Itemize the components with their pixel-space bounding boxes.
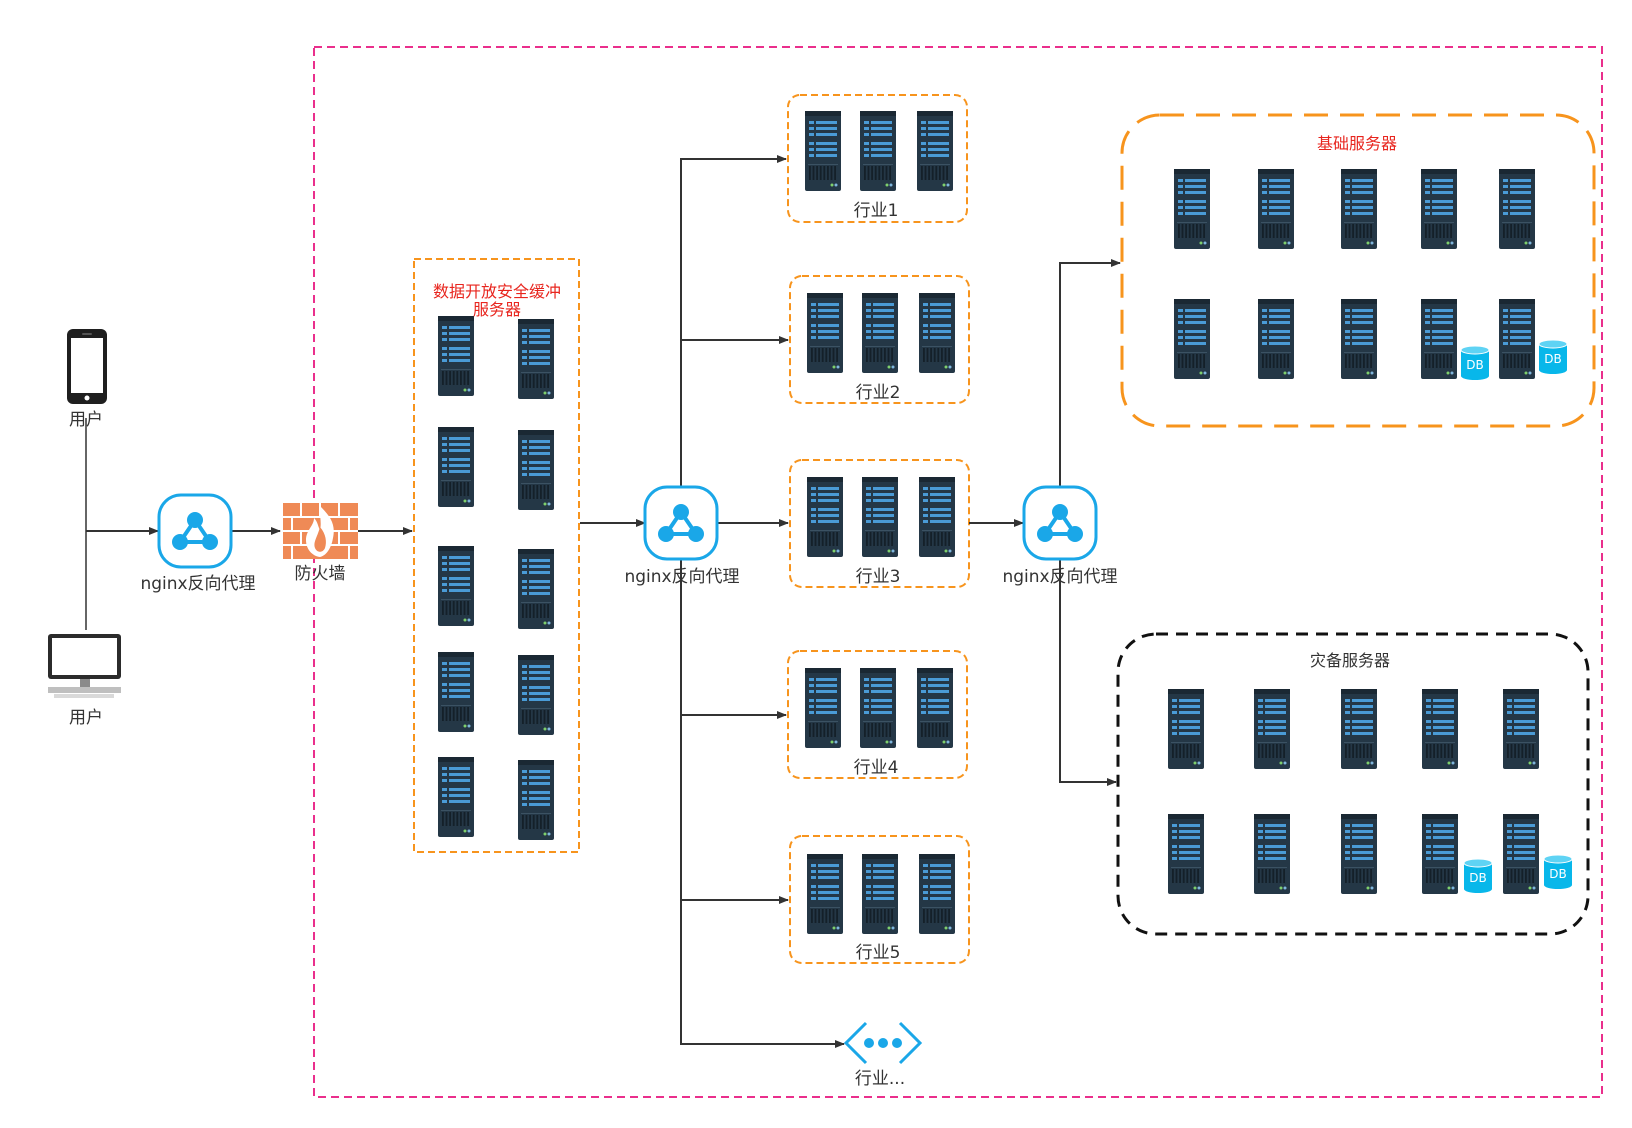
db-icon: DB <box>1543 854 1573 889</box>
industry-box-2 <box>789 275 970 404</box>
industry-3-label: 行业3 <box>855 567 901 587</box>
industry-5-server <box>862 854 898 934</box>
proxy3-label: nginx反向代理 <box>1002 567 1118 587</box>
base-server <box>1341 299 1377 379</box>
industry-5-label: 行业5 <box>855 943 901 963</box>
base-server <box>1174 169 1210 249</box>
industry-4-server <box>860 668 896 748</box>
backup-server-box <box>1116 632 1590 936</box>
monitor-icon <box>48 634 121 698</box>
db-icon: DB <box>1460 345 1490 380</box>
buffer-server-box <box>413 258 580 853</box>
industry-3-server <box>862 477 898 557</box>
industry-4-server <box>805 668 841 748</box>
base-server <box>1499 169 1535 249</box>
buffer-server <box>518 319 554 399</box>
proxy1-label: nginx反向代理 <box>140 574 256 594</box>
industry-1-server <box>805 111 841 191</box>
backup-server <box>1422 814 1458 894</box>
industry-4-server <box>917 668 953 748</box>
proxy2-label: nginx反向代理 <box>624 567 740 587</box>
industry-2-label: 行业2 <box>855 383 901 403</box>
buffer-server <box>438 427 474 507</box>
industry-1-server <box>860 111 896 191</box>
outer-boundary <box>313 46 1603 1098</box>
industry-box-1 <box>787 94 968 223</box>
backup-server <box>1254 689 1290 769</box>
more-dots-icon <box>843 1021 923 1065</box>
phone-icon <box>67 329 107 404</box>
base-server <box>1174 299 1210 379</box>
backup-server <box>1168 689 1204 769</box>
backup-server <box>1254 814 1290 894</box>
industry-1-label: 行业1 <box>853 201 899 221</box>
proxy2-icon[interactable] <box>643 485 719 561</box>
db-icon: DB <box>1538 339 1568 374</box>
db-label: DB <box>1469 871 1486 885</box>
firewall-icon <box>283 503 358 559</box>
base-server-title: 基础服务器 <box>1316 134 1398 153</box>
db-label: DB <box>1466 358 1483 372</box>
db-label: DB <box>1544 352 1561 366</box>
buffer-server <box>438 316 474 396</box>
industry-more-label: 行业... <box>854 1069 906 1089</box>
firewall-label: 防火墙 <box>294 564 346 584</box>
buffer-server <box>518 430 554 510</box>
buffer-server <box>518 549 554 629</box>
backup-server <box>1168 814 1204 894</box>
backup-server <box>1503 814 1539 894</box>
proxy1-icon[interactable] <box>157 493 233 569</box>
industry-box-5 <box>789 835 970 964</box>
industry-2-server <box>807 293 843 373</box>
buffer-server-title: 数据开放安全缓冲服务器 <box>432 282 561 320</box>
connectors <box>85 155 1121 1048</box>
backup-server <box>1341 689 1377 769</box>
db-icon: DB <box>1463 858 1493 893</box>
industry-1-server <box>917 111 953 191</box>
industry-3-server <box>807 477 843 557</box>
industry-5-server <box>807 854 843 934</box>
industry-4-label: 行业4 <box>853 758 899 778</box>
industry-box-4 <box>787 650 968 779</box>
phone-user-label: 用户 <box>69 410 103 430</box>
base-server <box>1421 169 1457 249</box>
desktop-user-label: 用户 <box>69 708 103 728</box>
industry-3-server <box>919 477 955 557</box>
base-server-box <box>1120 113 1596 428</box>
backup-server <box>1341 814 1377 894</box>
industry-2-server <box>862 293 898 373</box>
backup-server <box>1422 689 1458 769</box>
db-label: DB <box>1549 867 1566 881</box>
buffer-server <box>438 546 474 626</box>
base-server <box>1341 169 1377 249</box>
base-server <box>1258 299 1294 379</box>
base-server <box>1499 299 1535 379</box>
proxy3-icon[interactable] <box>1022 485 1098 561</box>
industry-5-server <box>919 854 955 934</box>
buffer-server <box>438 757 474 837</box>
buffer-server <box>518 655 554 735</box>
buffer-server <box>518 760 554 840</box>
base-server <box>1421 299 1457 379</box>
base-server <box>1258 169 1294 249</box>
industry-2-server <box>919 293 955 373</box>
backup-server <box>1503 689 1539 769</box>
backup-server-title: 灾备服务器 <box>1309 651 1391 670</box>
buffer-server <box>438 652 474 732</box>
